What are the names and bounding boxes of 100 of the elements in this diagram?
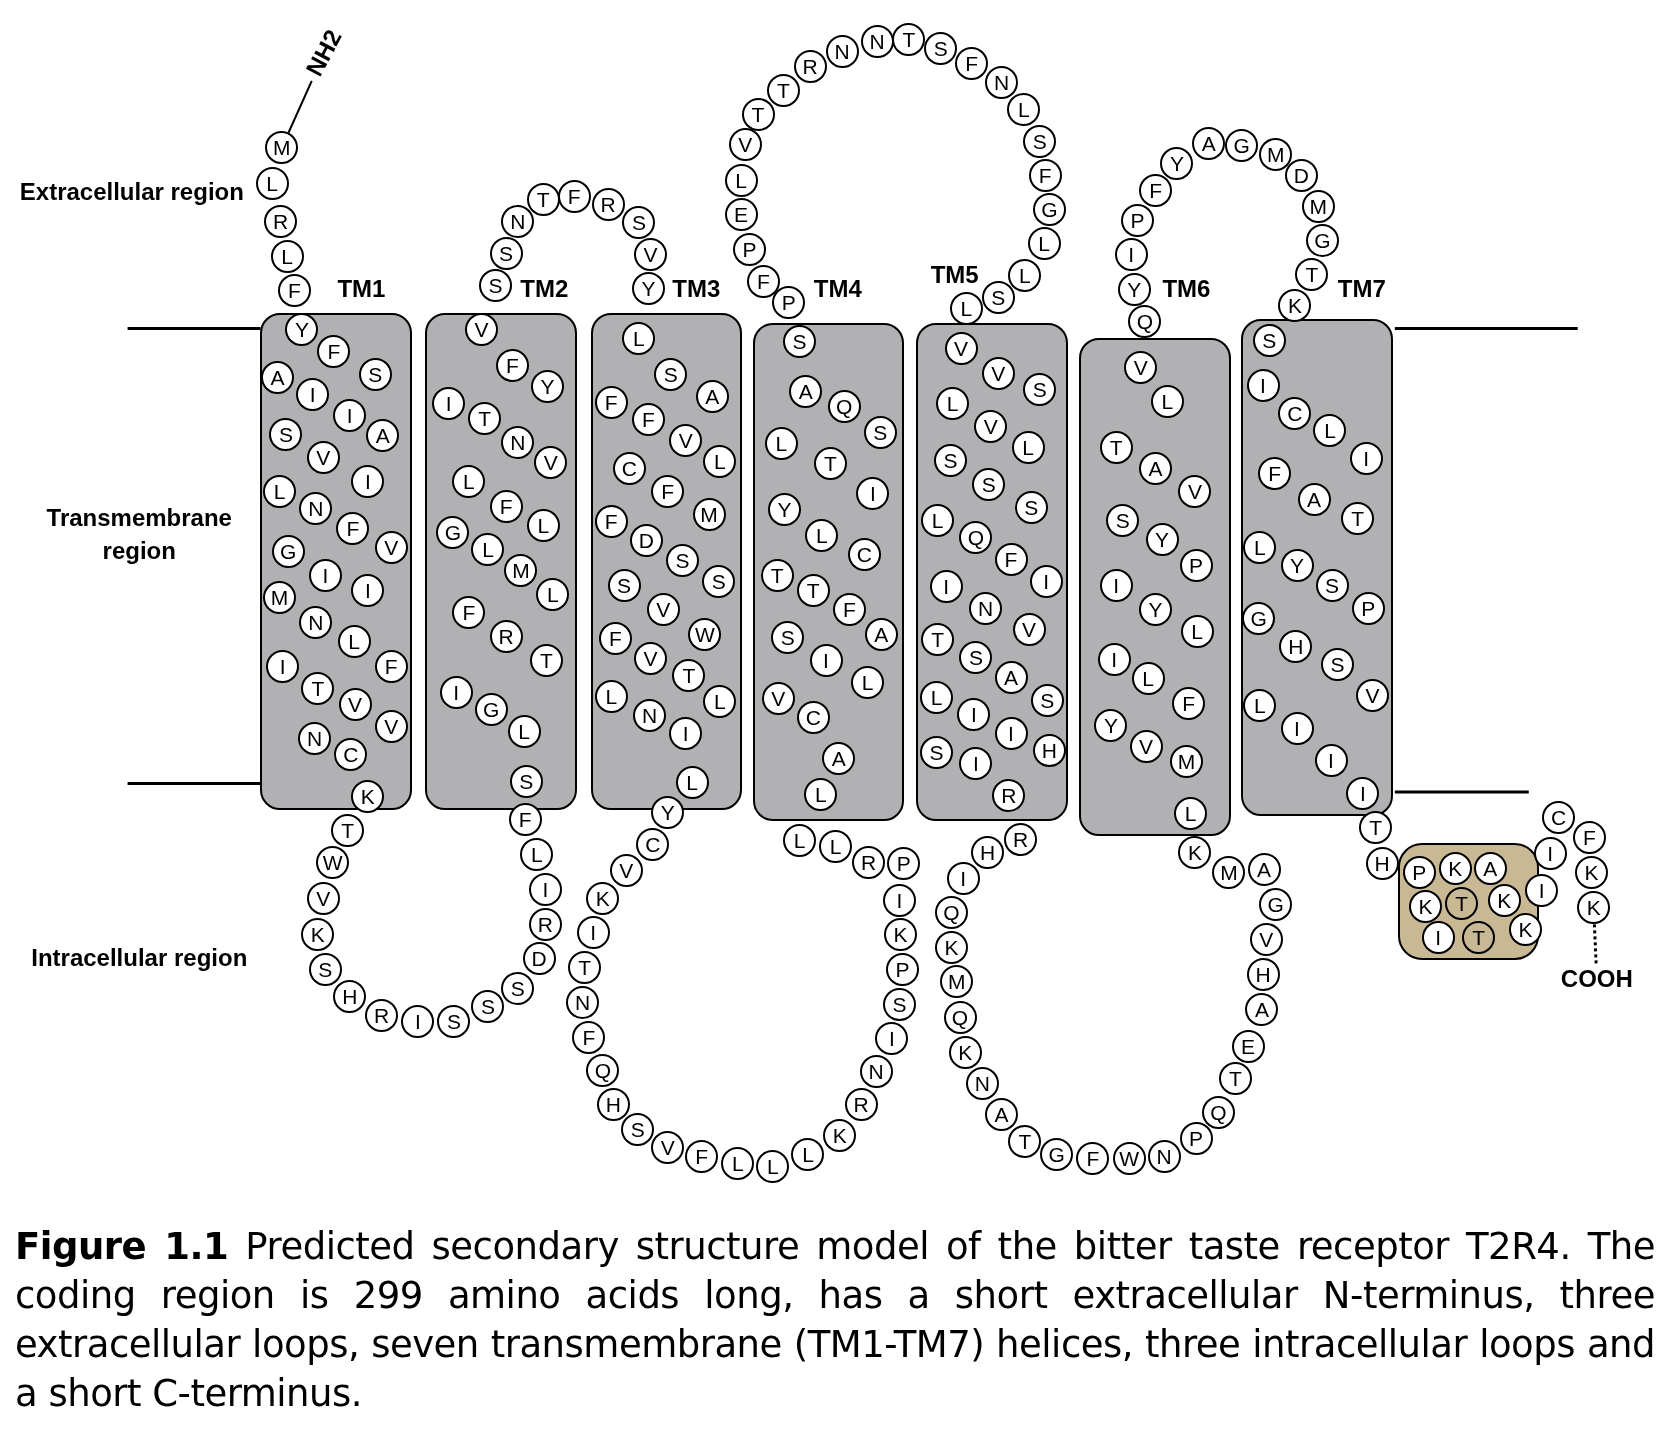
- amino-acid-circle: L: [791, 1138, 825, 1172]
- amino-acid-circle: C: [636, 827, 670, 861]
- amino-acid-circle: Q: [1128, 304, 1162, 338]
- amino-acid-circle: K: [883, 918, 917, 951]
- amino-acid-circle: R: [844, 1088, 878, 1122]
- helix-label: TM2: [520, 275, 569, 304]
- amino-acid-circle: S: [437, 1005, 471, 1039]
- amino-acid-circle: I: [946, 861, 980, 895]
- amino-acid-circle: N: [825, 34, 859, 68]
- amino-acid-circle: K: [1278, 288, 1312, 322]
- amino-acid-circle: I: [401, 1005, 435, 1039]
- amino-acid-circle: T: [767, 73, 801, 107]
- amino-acid-circle: G: [1040, 1138, 1074, 1172]
- amino-acid-circle: L: [756, 1149, 790, 1183]
- amino-acid-circle: S: [1023, 124, 1057, 158]
- amino-acid-circle: S: [478, 269, 512, 303]
- amino-acid-circle: T: [526, 183, 560, 217]
- amino-acid-circle: L: [782, 824, 816, 858]
- amino-acid-circle: F: [572, 1021, 606, 1055]
- amino-acid-circle: V: [1249, 923, 1283, 957]
- amino-acid-circle: N: [859, 1055, 893, 1089]
- amino-acid-circle: L: [1027, 226, 1061, 260]
- amino-acid-circle: K: [586, 881, 620, 915]
- amino-acid-circle: Q: [586, 1054, 620, 1088]
- amino-acid-circle: H: [596, 1088, 630, 1122]
- amino-acid-circle: D: [1284, 158, 1318, 192]
- amino-acid-circle: I: [875, 1022, 909, 1056]
- helix-label: TM1: [337, 275, 386, 304]
- amino-acid-circle: V: [651, 1130, 685, 1164]
- amino-acid-circle: E: [724, 198, 758, 232]
- amino-acid-circle: H: [1246, 958, 1280, 992]
- helix-label: TM3: [672, 275, 721, 304]
- connector-line: [287, 79, 313, 134]
- amino-acid-circle: L: [270, 239, 304, 273]
- amino-acid-circle: G: [1306, 223, 1340, 257]
- amino-acid-circle: F: [955, 47, 989, 81]
- helix-label: TM4: [813, 275, 862, 304]
- amino-acid-circle: S: [471, 990, 505, 1024]
- amino-acid-circle: G: [1225, 129, 1259, 163]
- amino-acid-circle: Q: [943, 1000, 977, 1034]
- amino-acid-circle: P: [733, 233, 766, 267]
- figure-caption: Figure 1.1 Predicted secondary structure model of the bitter taste receptor T2R4. The coding region is 299 amino acids long, has a short extracellular N-terminus, three extracellular loops, seven transmembrane (TM1-TM7) helices, three intracellular loops and a short C-terminus.: [15, 1224, 1655, 1417]
- amino-acid-circle: L: [724, 164, 758, 198]
- amino-acid-circle: K: [823, 1118, 857, 1152]
- amino-acid-circle: K: [948, 1036, 982, 1069]
- amino-acid-circle: R: [793, 50, 827, 84]
- amino-acid-circle: F: [557, 180, 591, 214]
- amino-acid-circle: K: [1178, 836, 1212, 870]
- amino-acid-circle: P: [1121, 203, 1155, 237]
- amino-acid-circle: M: [1301, 189, 1335, 223]
- amino-acid-circle: L: [949, 291, 983, 325]
- terminus-label: NH2: [300, 25, 348, 81]
- amino-acid-circle: N: [501, 204, 535, 238]
- amino-acid-circle: L: [1007, 93, 1041, 126]
- amino-acid-circle: R: [591, 187, 625, 221]
- amino-acid-circle: A: [1247, 853, 1281, 887]
- amino-acid-circle: I: [1421, 921, 1455, 955]
- amino-acid-circle: P: [887, 846, 921, 880]
- amino-acid-circle: T: [568, 950, 602, 984]
- amino-acid-circle: T: [1445, 887, 1479, 921]
- region-label: Extracellular region: [18, 176, 245, 207]
- amino-acid-circle: M: [1259, 137, 1293, 171]
- amino-acid-circle: A: [1192, 127, 1226, 160]
- amino-acid-circle: G: [1032, 192, 1066, 226]
- amino-acid-circle: W: [316, 845, 350, 879]
- amino-acid-circle: I: [1533, 837, 1567, 871]
- amino-acid-circle: I: [576, 915, 610, 949]
- amino-acid-circle: S: [489, 236, 523, 270]
- region-label: Transmembrane region: [45, 502, 233, 566]
- amino-acid-circle: F: [1572, 821, 1606, 855]
- amino-acid-circle: V: [306, 881, 340, 915]
- amino-acid-circle: M: [1212, 856, 1246, 890]
- amino-acid-circle: V: [634, 237, 668, 271]
- amino-acid-circle: K: [1438, 851, 1472, 885]
- amino-acid-circle: F: [278, 273, 311, 307]
- amino-acid-circle: Q: [935, 895, 968, 929]
- amino-acid-circle: H: [333, 979, 367, 1013]
- amino-acid-circle: F: [1076, 1142, 1110, 1176]
- amino-acid-circle: F: [746, 265, 780, 299]
- amino-acid-circle: C: [1542, 801, 1576, 835]
- amino-acid-circle: R: [852, 845, 886, 879]
- amino-acid-circle: V: [728, 128, 762, 162]
- amino-acid-circle: L: [520, 838, 554, 872]
- amino-acid-circle: K: [301, 918, 335, 951]
- amino-acid-circle: Q: [1201, 1095, 1235, 1129]
- amino-acid-circle: V: [609, 854, 643, 888]
- amino-acid-circle: S: [981, 281, 1015, 315]
- helix-label: TM7: [1337, 275, 1386, 304]
- amino-acid-circle: G: [1259, 888, 1293, 922]
- amino-acid-circle: S: [882, 988, 916, 1022]
- amino-acid-circle: N: [965, 1066, 999, 1100]
- amino-acid-circle: T: [1218, 1061, 1252, 1095]
- amino-acid-circle: K: [1575, 856, 1608, 890]
- amino-acid-circle: P: [1402, 856, 1436, 890]
- amino-acid-circle: K: [1409, 890, 1442, 924]
- amino-acid-circle: L: [255, 167, 289, 201]
- connector-line: [1592, 924, 1598, 966]
- amino-acid-circle: F: [685, 1140, 719, 1174]
- amino-acid-circle: W: [1112, 1142, 1146, 1176]
- amino-acid-circle: R: [528, 908, 562, 942]
